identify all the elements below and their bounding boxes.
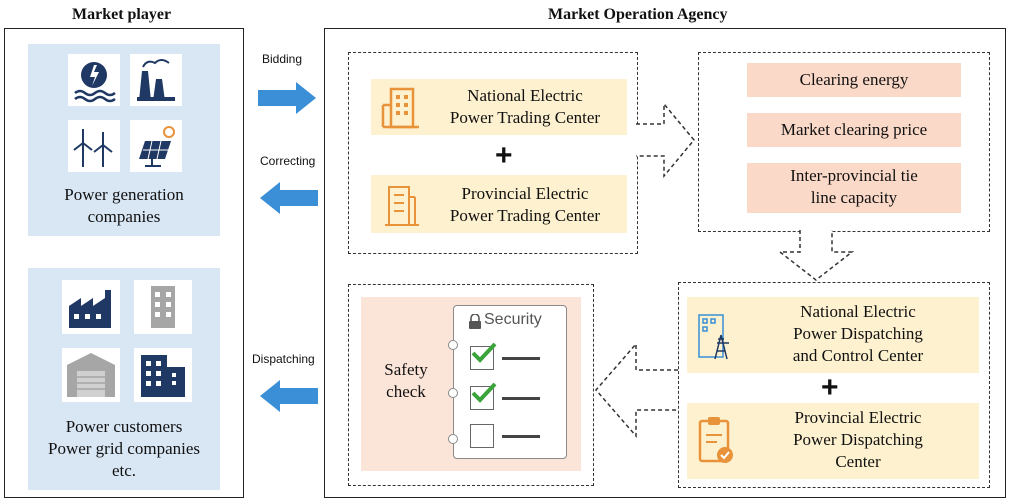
safety-check-label: Safety check xyxy=(371,359,441,403)
binder-ring-icon xyxy=(448,340,458,350)
provincial-dispatching-line3: Center xyxy=(835,452,881,471)
safety-check-line2: check xyxy=(386,382,426,401)
building-outline-icon xyxy=(385,186,419,226)
transmission-tower-building-icon xyxy=(698,314,729,360)
dispatching-arrow xyxy=(260,380,318,412)
dispatching-center-group: National Electric Power Dispatching and … xyxy=(678,282,990,488)
hydropower-icon xyxy=(68,54,120,106)
provincial-dispatching-line1: Provincial Electric xyxy=(794,408,922,427)
market-clearing-price-box: Market clearing price xyxy=(747,113,961,147)
check-icon xyxy=(471,382,497,403)
national-dispatching-center: National Electric Power Dispatching and … xyxy=(687,297,979,373)
clearing-results-group: Clearing energy Market clearing price In… xyxy=(698,52,990,232)
checklist-line xyxy=(502,357,540,360)
office-building-gray-icon xyxy=(134,280,192,334)
national-trading-center: National Electric Power Trading Center xyxy=(371,79,627,135)
dispatching-label: Dispatching xyxy=(252,352,315,366)
provincial-trading-line2: Power Trading Center xyxy=(449,206,601,225)
bidding-label: Bidding xyxy=(262,52,303,66)
results-to-dispatching-arrow xyxy=(777,230,855,281)
factory-icon xyxy=(62,280,120,334)
clearing-energy-box: Clearing energy xyxy=(747,63,961,97)
national-dispatching-label: National Electric Power Dispatching and … xyxy=(741,301,975,367)
national-dispatching-line2: Power Dispatching xyxy=(793,324,923,343)
safety-check-panel: Safety check Security xyxy=(361,297,581,471)
customers-panel: Power customers Power grid companies etc… xyxy=(28,268,220,490)
safety-check-line1: Safety xyxy=(384,360,428,379)
security-title: Security xyxy=(484,311,542,328)
tie-line-line2: line capacity xyxy=(810,188,898,207)
provincial-dispatching-label: Provincial Electric Power Dispatching Ce… xyxy=(741,407,975,473)
provincial-dispatching-center: Provincial Electric Power Dispatching Ce… xyxy=(687,403,979,479)
lock-icon xyxy=(469,314,481,329)
wind-turbine-icon xyxy=(68,120,120,172)
provincial-trading-center: Provincial Electric Power Trading Center xyxy=(371,175,627,233)
correcting-arrow xyxy=(260,182,318,214)
solar-panel-icon xyxy=(130,120,182,172)
tall-building-icon xyxy=(381,87,419,129)
binder-ring-icon xyxy=(448,388,458,398)
checklist-line xyxy=(502,435,540,438)
bidding-arrow xyxy=(258,82,316,114)
generation-companies-panel: Power generation companies xyxy=(28,44,220,236)
national-trading-label: National Electric Power Trading Center xyxy=(427,85,623,129)
market-operation-agency-box xyxy=(324,28,1006,498)
generation-label: Power generation companies xyxy=(28,184,220,228)
national-dispatching-line3: and Control Center xyxy=(792,346,924,365)
provincial-dispatching-line2: Power Dispatching xyxy=(793,430,923,449)
trading-center-group: National Electric Power Trading Center +… xyxy=(348,52,638,254)
customers-label-line2: Power grid companies xyxy=(47,439,201,458)
checkbox-checked xyxy=(470,342,497,370)
checklist-line xyxy=(502,397,540,400)
clipboard-check-icon xyxy=(698,417,733,463)
check-icon xyxy=(471,342,497,363)
market-player-box xyxy=(4,28,244,498)
dispatching-to-safety-arrow xyxy=(595,341,678,439)
checkbox-checked xyxy=(470,382,497,410)
national-dispatching-line1: National Electric xyxy=(800,302,916,321)
generation-label-line1: Power generation xyxy=(64,185,184,204)
security-clipboard: Security xyxy=(448,305,567,459)
trading-plus: + xyxy=(495,139,513,172)
market-player-title: Market player xyxy=(72,6,172,23)
trading-to-results-arrow xyxy=(636,101,695,179)
correcting-label: Correcting xyxy=(260,154,316,168)
warehouse-icon xyxy=(62,348,120,402)
dispatching-plus: + xyxy=(821,371,839,404)
tie-line-capacity-box: Inter-provincial tie line capacity xyxy=(747,163,961,213)
apartment-building-icon xyxy=(134,348,192,402)
safety-check-group: Safety check Security xyxy=(348,284,594,486)
national-trading-line2: Power Trading Center xyxy=(449,108,601,127)
national-trading-line1: National Electric xyxy=(467,86,583,105)
customers-label-line1: Power customers xyxy=(65,417,183,436)
tie-line-line1: Inter-provincial tie xyxy=(790,166,918,185)
provincial-trading-label: Provincial Electric Power Trading Center xyxy=(427,183,623,227)
customers-label: Power customers Power grid companies etc… xyxy=(28,416,220,482)
market-operation-agency-title: Market Operation Agency xyxy=(548,6,728,23)
generation-label-line2: companies xyxy=(87,207,161,226)
binder-ring-icon xyxy=(448,434,458,444)
checkbox-unchecked xyxy=(470,424,494,448)
provincial-trading-line1: Provincial Electric xyxy=(461,184,589,203)
factory-chimney-icon xyxy=(130,54,182,106)
customers-label-line3: etc. xyxy=(111,461,137,480)
